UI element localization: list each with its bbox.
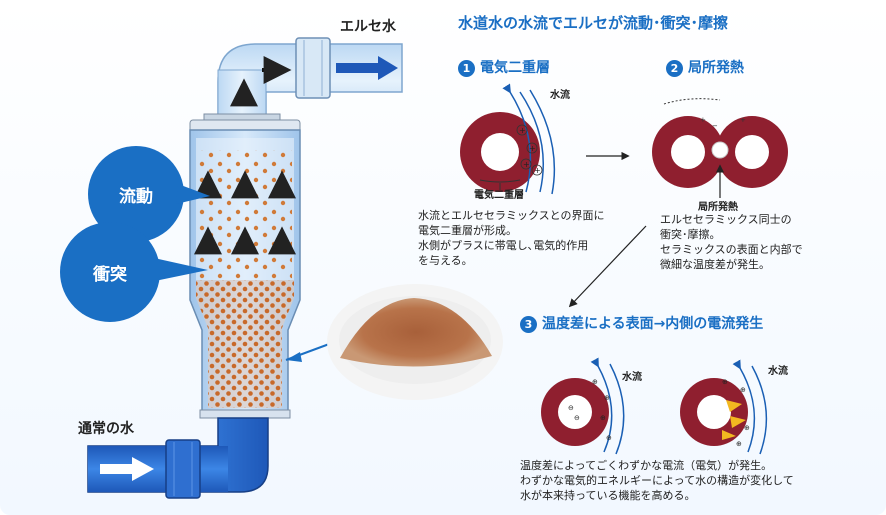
step1-desc: 水流とエルセセラミックスとの界面に 電気二重層が形成。 水側がプラスに帯電し､電… <box>418 208 618 268</box>
step1-number: 1 <box>458 60 475 77</box>
step2-desc-line: 微細な温度差が発生。 <box>660 258 770 271</box>
step3-number: 3 <box>520 316 537 333</box>
step3-graphic-a: ⊖⊖ ⊕ ⊕ ⊕ ⊕ <box>541 357 625 455</box>
step1-desc-line: 電気二重層が形成。 <box>418 224 517 237</box>
svg-text:+: + <box>534 166 541 175</box>
step1-flow-label: 水流 <box>550 90 570 101</box>
svg-text:⊕: ⊕ <box>592 378 598 386</box>
step1-caption: 電気二重層 <box>474 190 524 201</box>
step3-desc-line: 温度差によってごくわずかな電流（電気）が発生。 <box>520 459 773 472</box>
svg-text:+: + <box>519 126 526 135</box>
svg-text:+: + <box>700 116 706 124</box>
filter-tank <box>189 113 301 419</box>
step2-desc-line: エルセセラミックス同士の <box>660 213 792 226</box>
step3-graphic-b: ⊕⊕⊕⊕ <box>680 359 768 455</box>
arrow-2-to-3 <box>568 225 647 308</box>
svg-text:⊖: ⊖ <box>574 414 580 422</box>
svg-text:⊕: ⊕ <box>744 424 750 432</box>
inlet-pipe <box>87 417 269 499</box>
svg-text:⊖: ⊖ <box>568 404 574 412</box>
step2-graphic: ++− <box>652 98 788 198</box>
step3-title: 温度差による表面→内側の電流発生 <box>542 316 764 332</box>
step2-title: 局所発熱 <box>688 60 744 76</box>
bubble-collision: 衝突 <box>93 265 127 285</box>
step3-flow-label-a: 水流 <box>622 372 642 383</box>
step2-heading: 2 局所発熱 <box>666 60 744 77</box>
svg-text:⊕: ⊕ <box>600 414 606 422</box>
svg-text:⊕: ⊕ <box>736 440 742 448</box>
ceramic-sand-photo <box>285 284 503 400</box>
step3-desc: 温度差によってごくわずかな電流（電気）が発生。 わずかな電気的エネルギーによって… <box>520 458 870 503</box>
step3-heading: 3 温度差による表面→内側の電流発生 <box>520 316 763 333</box>
step3-flow-label-b: 水流 <box>768 366 788 377</box>
step1-graphic: + + + + <box>460 83 556 195</box>
svg-text:⊕: ⊕ <box>606 434 612 442</box>
step1-title: 電気二重層 <box>480 60 550 76</box>
svg-text:⊕: ⊕ <box>604 394 610 402</box>
step1-desc-line: 水側がプラスに帯電し､電気的作用 <box>418 239 589 252</box>
step1-desc-line: 水流とエルセセラミックスとの界面に <box>418 209 605 222</box>
step1-desc-line: を与える。 <box>418 254 473 267</box>
svg-text:⊕: ⊕ <box>722 378 728 386</box>
outlet-pipe <box>217 37 403 121</box>
bubble-flow: 流動 <box>119 187 153 207</box>
right-title: 水道水の水流でエルセが流動･衝突･摩擦 <box>458 14 729 32</box>
svg-text:+: + <box>529 144 536 153</box>
svg-text:⊕: ⊕ <box>740 386 746 394</box>
step3-desc-line: 水が本来持っている機能を高める。 <box>520 489 696 502</box>
step2-caption: 局所発熱 <box>698 202 738 213</box>
svg-text:+: + <box>523 160 530 169</box>
step2-desc-line: セラミックスの表面と内部で <box>660 243 803 256</box>
step2-desc-block: エルセセラミックス同士の 衝突･摩擦。 セラミックスの表面と内部で 微細な温度差… <box>660 212 860 272</box>
step1-heading: 1 電気二重層 <box>458 60 550 77</box>
svg-text:+: + <box>740 116 746 124</box>
step3-desc-line: わずかな電気的エネルギーによって水の構造が変化して <box>520 474 794 487</box>
step2-desc-line: 衝突･摩擦。 <box>660 228 721 241</box>
svg-text:−: − <box>712 122 718 130</box>
outlet-label: エルセ水 <box>340 19 396 35</box>
bubbles <box>60 146 210 322</box>
step2-number: 2 <box>666 60 683 77</box>
inlet-label: 通常の水 <box>78 421 134 437</box>
